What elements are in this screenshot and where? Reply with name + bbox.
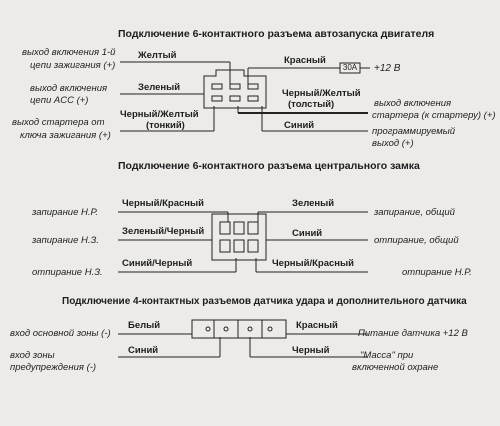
s2-left-label-2: запирание Н.З. [32,235,99,246]
s2-wire-blue: Синий [292,228,323,239]
s2-wire-green-black: Зеленый/Черный [122,226,205,237]
s1-wire-blue: Синий [284,120,315,131]
s3-right-label-2: "Масса" при [360,350,414,361]
connector-6pin-autostart [203,69,267,109]
s3-right-label-1: Питание датчика +12 В [358,328,468,339]
section1-title: Подключение 6-контактного разъема автоза… [118,28,435,40]
fuse-label: 30A [342,63,358,72]
s1-wire-black-yellow-thin: Черный/Желтый [120,109,199,120]
s3-wire-white: Белый [128,320,161,331]
section2-title: Подключение 6-контактного разъема центра… [118,160,420,172]
s1-wire-green: Зеленый [138,82,181,93]
fuse-box [339,62,361,74]
connector-4pin-sensor [191,319,287,339]
s3-wire-black: Черный [292,345,330,356]
s2-right-label-2: отпирание, общий [374,235,459,246]
s1-left-label-6: ключа зажигания (+) [20,130,111,141]
s3-wire-red: Красный [296,320,338,331]
s1-wire-thick-note: (толстый) [288,99,335,110]
s2-left-label-1: запирание Н.Р. [32,207,98,218]
s2-right-label-3: отпирание Н.Р. [402,267,472,278]
s3-right-label-3: включенной охране [352,362,439,373]
s1-wire-yellow: Желтый [138,50,177,61]
s2-wire-black-red-2: Черный/Красный [272,258,354,269]
s1-right-label-12v: +12 В [374,63,401,74]
s1-right-label-3: программируемый [372,126,456,137]
s2-left-label-3: отпирание Н.З. [32,267,103,278]
s3-wire-blue: Синий [128,345,159,356]
s1-wire-thin-note: (тонкий) [146,120,185,131]
s1-wire-black-yellow-thick: Черный/Желтый [282,88,361,99]
s1-left-label-4: цепи ACC (+) [30,95,89,106]
s1-left-label-2: цепи зажигания (+) [30,60,116,71]
s2-wire-green: Зеленый [292,198,335,209]
s3-left-label-3: предупреждения (-) [10,362,97,373]
s1-right-label-4: выход (+) [372,138,414,149]
s3-left-label-2: вход зоны [10,350,55,361]
s2-right-label-1: запирание, общий [374,207,455,218]
s1-left-label-1: выход включения 1-й [22,47,116,58]
s1-left-label-5: выход стартера от [12,117,105,128]
s1-left-label-3: выход включения [30,83,108,94]
s1-right-label-2: стартера (к стартеру) (+) [372,110,496,121]
s3-left-label-1: вход основной зоны (-) [10,328,111,339]
section3-title: Подключение 4-контактных разъемов датчик… [62,296,467,307]
s2-wire-blue-black: Синий/Черный [122,258,193,269]
s1-wire-red: Красный [284,55,326,66]
s2-wire-black-red: Черный/Красный [122,198,204,209]
s1-right-label-1: выход включения [374,98,452,109]
connector-6pin-central-lock [211,213,267,261]
